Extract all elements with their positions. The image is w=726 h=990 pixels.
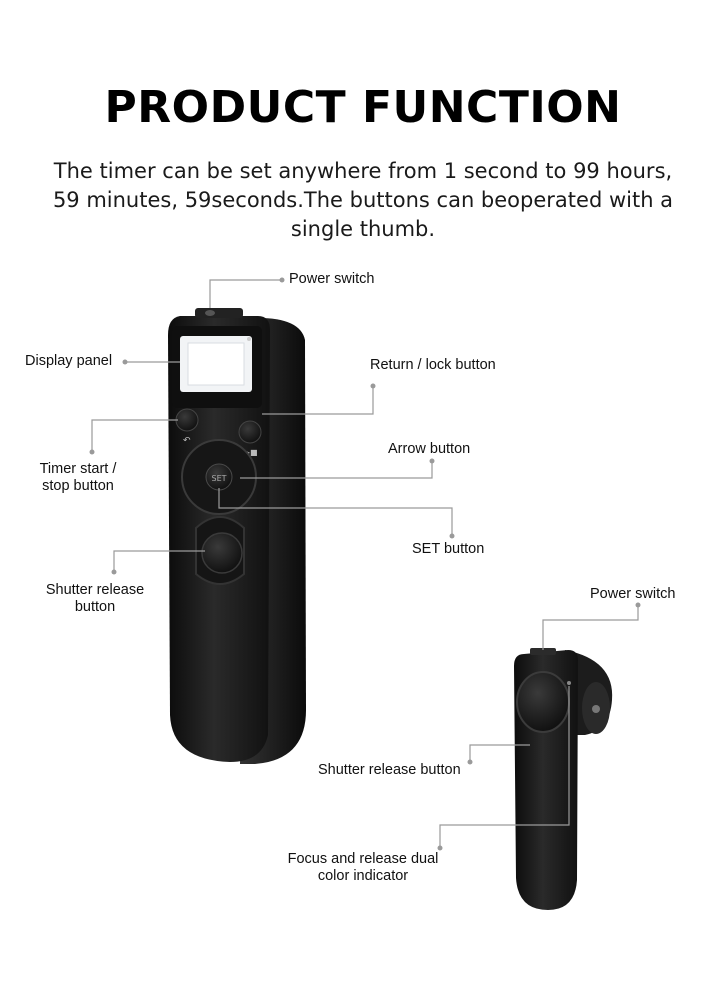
page-title: PRODUCT FUNCTION <box>104 82 622 133</box>
label-set-button: SET button <box>412 541 485 557</box>
timer-start-stop-button <box>175 408 199 432</box>
label-side-shutter-release: Shutter release button <box>318 762 461 778</box>
description-line-3: single thumb. <box>290 217 436 241</box>
label-power-switch: Power switch <box>289 271 375 287</box>
label-focus-line-1: Focus and release dual <box>287 851 439 867</box>
set-key-text: SET <box>211 474 226 483</box>
label-timer-line-1: Timer start / <box>39 461 117 477</box>
product-description: The timer can be set anywhere from 1 sec… <box>20 157 706 244</box>
power-switch <box>195 308 243 318</box>
label-focus-indicator: Focus and release dual color indicator <box>278 851 448 885</box>
label-focus-line-2: color indicator <box>317 868 409 884</box>
timer-remote: ↶ ▸■ SET <box>168 308 306 764</box>
description-line-1: The timer can be set anywhere from 1 sec… <box>53 159 673 183</box>
label-arrow-button: Arrow button <box>388 441 471 457</box>
side-power-switch <box>530 648 556 655</box>
svg-text:▸■: ▸■ <box>246 448 258 457</box>
label-timer-start-stop: Timer start / stop button <box>28 461 128 495</box>
label-timer-line-2: stop button <box>42 478 114 494</box>
leader-lines <box>91 279 639 848</box>
label-shutter-release: Shutter release button <box>36 582 154 616</box>
label-shutter-line-1: Shutter release <box>45 582 145 598</box>
wireless-remote <box>514 648 613 910</box>
side-shutter-button <box>516 671 570 733</box>
label-return-lock: Return / lock button <box>370 357 496 373</box>
svg-text:↶: ↶ <box>183 436 191 446</box>
leader-dots <box>89 277 641 851</box>
return-lock-button <box>238 420 262 444</box>
label-display-panel: Display panel <box>25 353 113 369</box>
description-line-2: 59 minutes, 59seconds.The buttons can be… <box>52 188 674 212</box>
label-shutter-line-2: button <box>74 599 116 615</box>
shutter-release-button <box>201 532 243 574</box>
label-side-power-switch: Power switch <box>590 586 676 602</box>
dual-color-indicator <box>567 681 571 685</box>
